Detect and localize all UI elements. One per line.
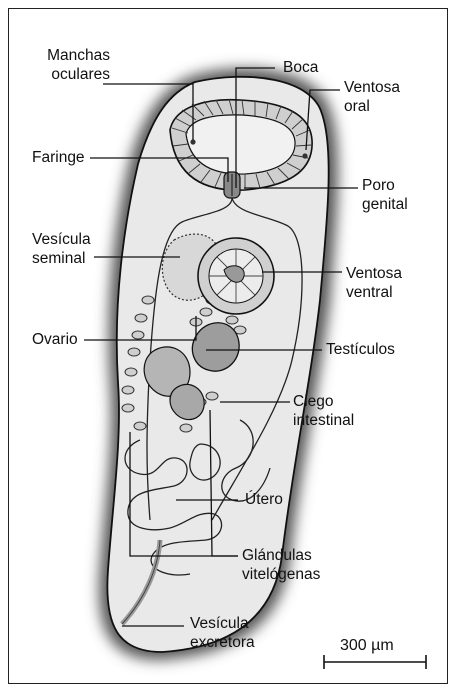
label-ventosa-ventral: Ventosa ventral (346, 264, 402, 302)
label-boca: Boca (283, 58, 318, 77)
scale-bar (324, 655, 426, 669)
label-manchas-oculares: Manchas oculares (30, 46, 110, 84)
label-faringe: Faringe (32, 148, 85, 167)
label-ventosa-oral: Ventosa oral (344, 78, 400, 116)
ventral-sucker (198, 238, 274, 314)
label-testiculos: Testículos (326, 340, 395, 359)
label-glandulas-vitelogenas: Glándulas vitelógenas (242, 546, 320, 584)
label-utero: Útero (245, 490, 283, 509)
label-vesicula-seminal: Vesícula seminal (32, 230, 91, 268)
label-ovario: Ovario (32, 330, 78, 349)
label-vesicula-excretora: Vesícula excretora (190, 614, 255, 652)
label-poro-genital: Poro genital (362, 176, 408, 214)
label-ciego-intestinal: Ciego intestinal (293, 392, 354, 430)
scale-label: 300 µm (340, 637, 394, 655)
oral-sucker (170, 99, 312, 190)
